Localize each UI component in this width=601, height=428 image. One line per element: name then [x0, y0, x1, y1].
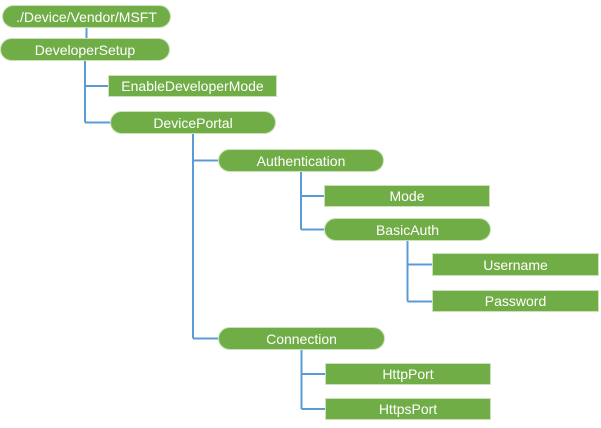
connector-authentication-children [300, 172, 324, 231]
node-connection: Connection [218, 327, 385, 350]
node-password: Password [432, 290, 599, 312]
node-basicauth: BasicAuth [324, 218, 491, 241]
node-developersetup: DeveloperSetup [0, 38, 170, 61]
node-username: Username [432, 253, 599, 276]
node-deviceportal: DevicePortal [110, 111, 276, 134]
node-httpsport: HttpsPort [325, 398, 491, 420]
node-mode: Mode [324, 185, 490, 207]
connector-deviceportal-children [192, 134, 218, 340]
connector-basicauth-children [406, 241, 432, 303]
node-httpport: HttpPort [325, 363, 491, 385]
node-device-vendor-msft: ./Device/Vendor/MSFT [2, 5, 171, 28]
node-authentication: Authentication [218, 149, 384, 172]
connector-developersetup-children [84, 61, 110, 124]
node-enabledevelopermode: EnableDeveloperMode [108, 75, 277, 97]
connector-connection-children [300, 350, 325, 410]
